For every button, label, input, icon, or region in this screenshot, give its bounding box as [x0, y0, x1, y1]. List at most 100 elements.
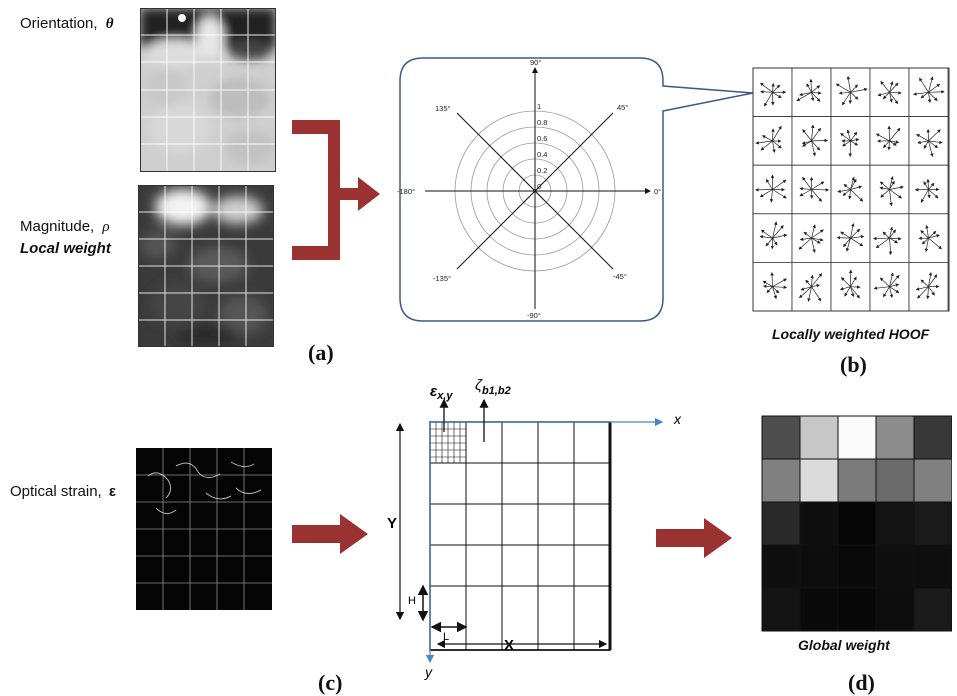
hoof-arrow	[883, 140, 890, 149]
hoof-arrow	[811, 85, 821, 93]
global-weight-cell	[799, 415, 839, 460]
angle-label-90: 90°	[530, 58, 541, 67]
global-weight-cell	[761, 458, 801, 503]
hoof-arrow	[811, 237, 821, 244]
hoof-arrow	[879, 277, 890, 287]
global-weight-cell	[799, 587, 839, 632]
global-weight-cell	[913, 501, 952, 546]
polar-plot: 90° 45° 0° -45° -90° -135° -180° 135° 1 …	[397, 58, 661, 320]
hoof-arrow	[928, 76, 934, 93]
strain-grid-diagram: εx,y ζb1,b2 x y Y H L X	[387, 377, 682, 680]
hoof-arrow	[889, 92, 899, 105]
hoof-arrow	[920, 279, 929, 287]
global-weight-cell	[761, 587, 801, 632]
hoof-arrow	[850, 237, 864, 247]
hoof-arrow	[811, 283, 821, 288]
L-dimension-label: L	[443, 631, 449, 643]
hoof-arrow	[806, 83, 812, 93]
hoof-arrow	[889, 185, 904, 190]
global-weight-cell	[875, 544, 915, 589]
hoof-arrow	[840, 132, 851, 142]
hoof-arrow	[765, 178, 773, 190]
hoof-arrow	[917, 140, 929, 145]
hoof-arrow	[770, 271, 774, 287]
hoof-arrow	[920, 189, 929, 203]
hoof-arrow	[807, 286, 812, 302]
hoof-arrow	[889, 91, 902, 95]
hoof-arrow	[839, 286, 851, 291]
hoof-arrow	[928, 230, 937, 239]
orientation-map-image	[140, 8, 276, 172]
hoof-arrow	[848, 189, 852, 200]
hoof-arrow	[920, 92, 929, 99]
hoof-arrow	[772, 286, 778, 300]
speech-bubble	[399, 57, 754, 322]
hoof-arrow-grid	[752, 67, 950, 312]
hoof-arrow	[811, 286, 822, 302]
hoof-arrow	[850, 234, 865, 239]
hoof-arrow	[880, 189, 890, 198]
hoof-arrow	[850, 84, 859, 93]
hoof-arrow	[850, 285, 861, 289]
hoof-arrow	[772, 237, 778, 246]
hoof-arrow	[921, 237, 929, 245]
hoof-arrow	[883, 286, 890, 298]
angle-label-neg180: -180°	[397, 187, 415, 196]
hoof-arrow	[772, 140, 782, 149]
hoof-arrow	[762, 284, 773, 289]
hoof-arrow	[842, 140, 851, 147]
angle-label-neg90: -90°	[527, 311, 541, 320]
hoof-arrow	[772, 92, 782, 99]
angle-label-0: 0°	[654, 187, 661, 196]
hoof-arrow	[762, 280, 773, 288]
hoof-arrow	[923, 140, 929, 149]
hoof-arrow	[928, 271, 933, 287]
optical-strain-label: Optical strain, ε	[10, 483, 116, 500]
hoof-arrow	[799, 286, 812, 299]
hoof-arrow	[928, 140, 939, 149]
hoof-arrow	[920, 230, 929, 239]
global-weight-cell	[837, 544, 877, 589]
hoof-arrow	[850, 140, 859, 146]
hoof-arrow	[802, 140, 812, 147]
hoof-arrow	[889, 286, 900, 294]
angle-label-45: 45°	[617, 103, 628, 112]
radius-label-0: 0	[537, 182, 541, 191]
hoof-arrow	[761, 135, 773, 142]
global-weight-cell	[875, 458, 915, 503]
hoof-arrow	[873, 286, 890, 290]
hoof-arrow	[928, 237, 942, 250]
global-weight-cell	[875, 587, 915, 632]
hoof-arrow	[840, 277, 851, 287]
polar-histogram-bubble: 90° 45° 0° -45° -90° -135° -180° 135° 1 …	[397, 57, 754, 322]
hoof-arrow	[879, 181, 890, 190]
panel-label-b: (b)	[840, 352, 867, 377]
hoof-arrow	[850, 189, 864, 202]
arrow-right-1	[292, 514, 368, 554]
hoof-arrow	[850, 178, 857, 190]
hoof-arrow	[811, 140, 816, 157]
hoof-arrow	[765, 237, 773, 247]
Y-dimension-label: Y	[387, 515, 397, 532]
hoof-arrow	[889, 140, 897, 146]
global-weight-cell	[837, 415, 877, 460]
hoof-arrow	[811, 273, 823, 287]
hoof-arrow	[760, 229, 773, 239]
hoof-arrow	[889, 237, 899, 244]
hoof-arrow	[803, 231, 812, 239]
hoof-arrow	[889, 92, 893, 103]
hoof-arrow	[811, 229, 824, 239]
hoof-arrow	[798, 237, 812, 250]
panel-label-c: (c)	[318, 670, 343, 695]
magnitude-map-image	[138, 185, 274, 347]
hoof-arrow	[846, 75, 851, 93]
hoof-arrow	[838, 91, 851, 95]
hoof-arrow	[875, 133, 890, 142]
hoof-arrow	[850, 138, 860, 142]
global-weight-grid	[761, 415, 952, 632]
hoof-caption: Locally weighted HOOF	[772, 326, 930, 342]
hoof-arrow	[802, 129, 812, 142]
hoof-arrow	[846, 129, 851, 141]
global-weight-cell	[913, 458, 952, 503]
hoof-arrow	[928, 129, 941, 142]
